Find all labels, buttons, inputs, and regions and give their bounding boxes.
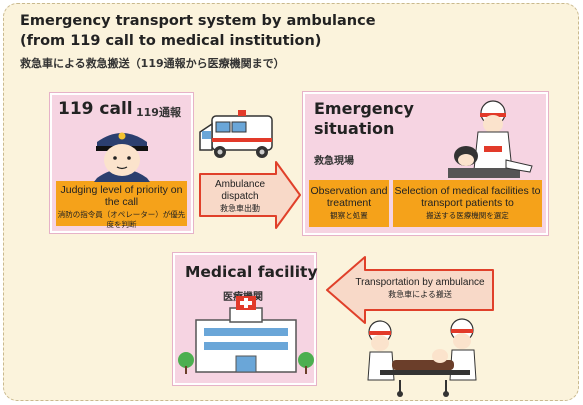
call-priority-label-en: Judging level of priority on the call: [60, 184, 183, 208]
selection-label: Selection of medical facilities to trans…: [393, 180, 542, 227]
transport-arrow-en: Transportation by ambulance: [355, 277, 485, 288]
title-line-3: 救急車による救急搬送（119通報から医療機関まで）: [20, 57, 285, 70]
observation-label-jp: 観察と処置: [330, 211, 368, 220]
observation-label: Observation and treatment 観察と処置: [309, 180, 389, 227]
call-heading: 119 call: [58, 99, 133, 119]
dispatch-arrow-jp: 救急車出動: [220, 204, 260, 213]
observation-label-en: Observation and treatment: [310, 185, 388, 209]
call-priority-label-jp: 消防の指令員（オペレーター）が優先度を判断: [57, 210, 186, 229]
emergency-sub: 救急現場: [314, 156, 354, 167]
emergency-heading-line1: Emergency: [314, 99, 414, 118]
medical-heading: Medical facility: [185, 263, 318, 281]
title-line-1: Emergency transport system by ambulance: [20, 13, 376, 29]
hospital-icon: [178, 296, 314, 374]
transport-arrow-icon: [326, 256, 494, 324]
title-line-2: (from 119 call to medical institution): [20, 33, 322, 49]
operator-icon: [94, 132, 150, 182]
transport-arrow-label: Transportation by ambulance 救急車による搬送: [346, 277, 494, 300]
dispatch-arrow-en: Ambulance dispatch: [214, 179, 266, 202]
selection-label-jp: 搬送する医療機関を選定: [426, 211, 509, 220]
ambulance-icon: [199, 110, 273, 158]
call-heading-jp: 119通報: [136, 106, 181, 119]
call-priority-label: Judging level of priority on the call 消防…: [56, 181, 187, 229]
selection-label-en: Selection of medical facilities to trans…: [394, 185, 541, 209]
call-box: 119 call 119通報 Judging level of priority…: [50, 93, 193, 233]
paramedic-scene-icon: [448, 100, 533, 178]
stretcher-crew-icon: [367, 318, 477, 397]
transport-arrow-jp: 救急車による搬送: [388, 290, 452, 299]
dispatch-arrow-label: Ambulance dispatch 救急車出動: [205, 179, 275, 214]
emergency-heading-line2: situation: [314, 119, 395, 138]
dispatch-arrow-icon: [199, 161, 301, 229]
